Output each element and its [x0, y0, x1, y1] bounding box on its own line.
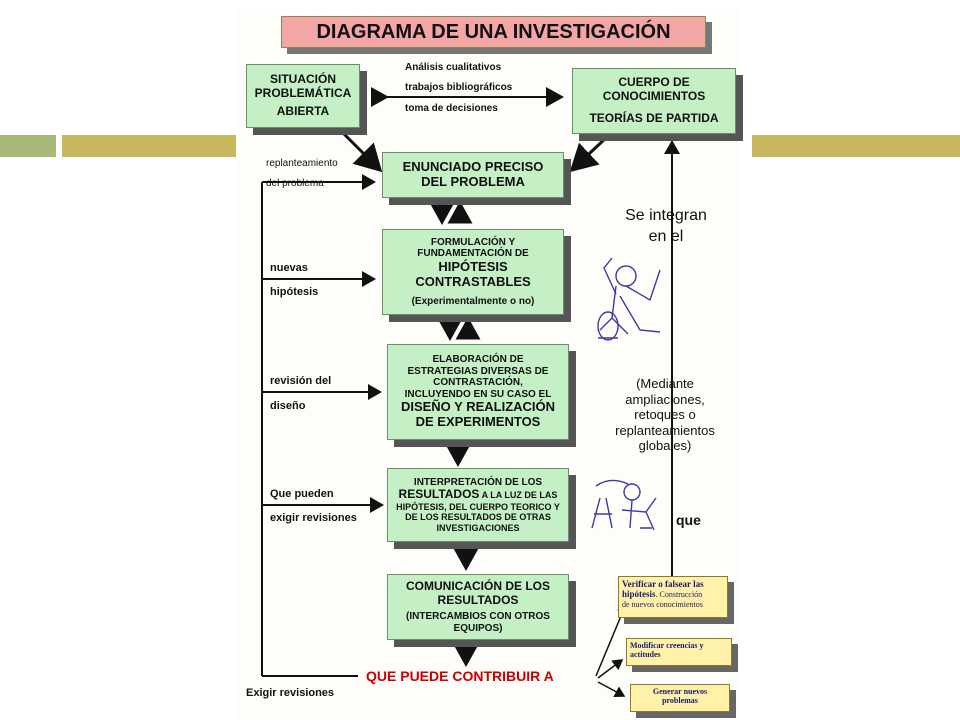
que-label: que — [676, 512, 701, 528]
scientist-sketch-top — [597, 257, 661, 341]
label-diseno: diseño — [270, 400, 306, 412]
box-comunicacion: COMUNICACIÓN DE LOS RESULTADOS (INTERCAM… — [387, 574, 569, 640]
decor-bar-gold-right — [752, 135, 960, 157]
box-interpretacion: INTERPRETACIÓN DE LOS RESULTADOS A LA LU… — [387, 468, 569, 542]
label-revision: revisión del — [270, 375, 332, 387]
mediante-text: (Mediante ampliaciones, retoques o repla… — [615, 376, 715, 454]
label-hipotesis: hipótesis — [270, 286, 319, 298]
exchange-text-2: trabajos bibliográficos — [405, 82, 513, 93]
note-generar: Generar nuevos problemas — [630, 684, 730, 712]
decor-bar-gold-left — [62, 135, 236, 157]
page-title: DIAGRAMA DE UNA INVESTIGACIÓN — [281, 16, 706, 48]
label-exigir-revisiones-2: Exigir revisiones — [246, 687, 335, 699]
label-exigir-revisiones-1: exigir revisiones — [270, 512, 357, 524]
box-hipotesis: FORMULACIÓN Y FUNDAMENTACIÓN DE HIPÓTESI… — [382, 229, 564, 315]
contribuir-label: QUE PUEDE CONTRIBUIR A — [366, 668, 554, 684]
note-verificar: Verificar o falsear las hipótesis. Const… — [618, 576, 728, 618]
box-cuerpo-conocimientos: CUERPO DE CONOCIMIENTOS TEORÍAS DE PARTI… — [572, 68, 736, 134]
note-modificar: Modificar creencias y actitudes — [626, 638, 732, 666]
arrow-left-to-enunciado — [336, 126, 383, 173]
label-replanteamiento-1: replanteamiento — [266, 158, 338, 169]
box-elaboracion: ELABORACIÓN DE ESTRATEGIAS DIVERSAS DE C… — [387, 344, 569, 440]
box-enunciado: ENUNCIADO PRECISO DEL PROBLEMA — [382, 152, 564, 198]
exchange-text-1: Análisis cualitativos — [405, 62, 502, 73]
exchange-text-3: toma de decisiones — [405, 103, 498, 114]
scientist-sketch-bottom — [591, 479, 657, 531]
integran-text: Se integran en el — [625, 207, 707, 246]
label-nuevas: nuevas — [270, 262, 308, 274]
label-replanteamiento-2: del problema — [266, 178, 324, 189]
arrow-right-to-enunciado — [569, 134, 610, 173]
decor-bar-green — [0, 135, 56, 157]
label-que-pueden: Que pueden — [270, 488, 334, 500]
box-situacion-problematica: SITUACIÓN PROBLEMÁTICA ABIERTA — [246, 64, 360, 128]
